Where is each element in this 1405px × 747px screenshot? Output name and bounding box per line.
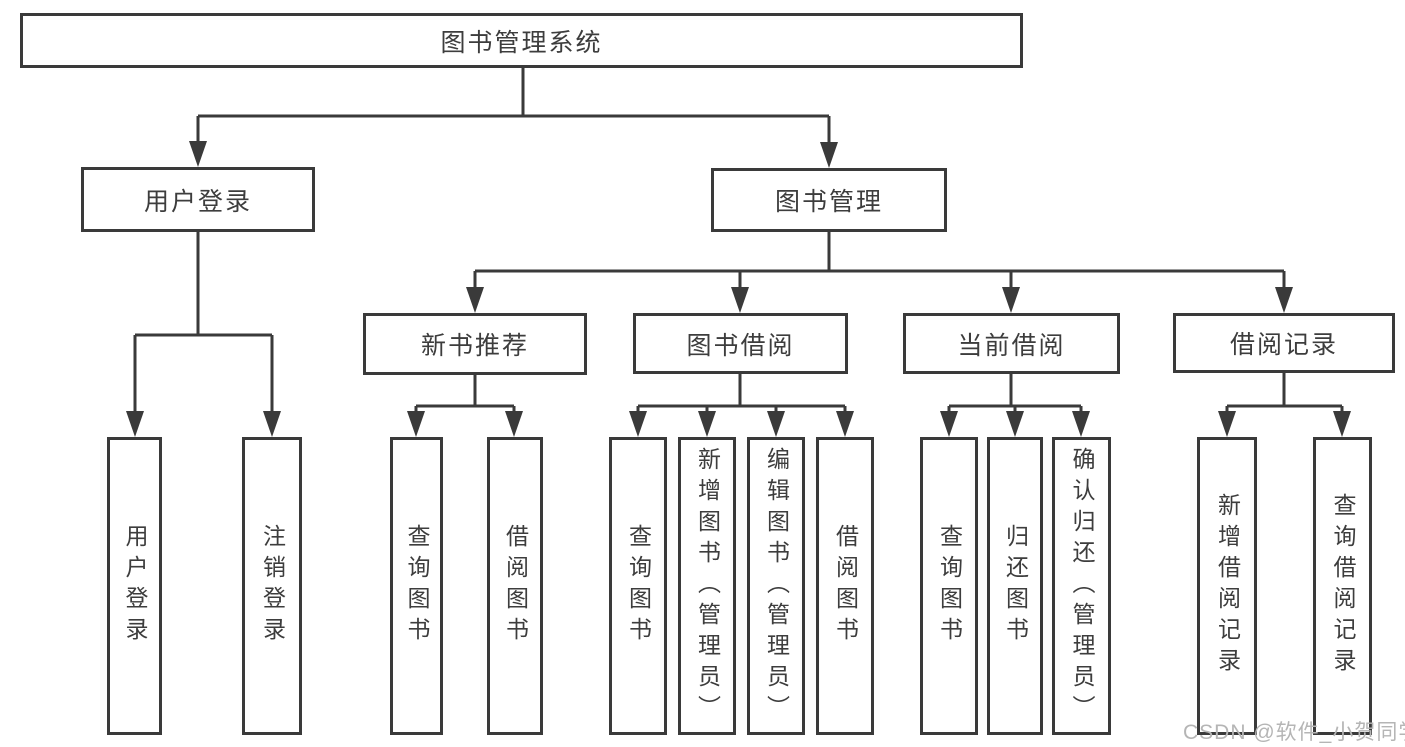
node-label: 借阅图书 — [832, 524, 859, 648]
watermark: CSDN @软件_小贺同学 — [1183, 721, 1405, 744]
node-user-login: 用户登录 — [107, 437, 162, 735]
node-label: 借阅图书 — [502, 524, 529, 648]
node-query-books-current: 查询图书 — [920, 437, 978, 735]
node-new-book-recommend: 新书推荐 — [363, 313, 587, 375]
node-confirm-return-admin: 确认归还（管理员） — [1052, 437, 1111, 735]
connector-bookborrow-leaves — [636, 374, 847, 420]
node-label: 图书借阅 — [686, 331, 795, 360]
node-label: 归还图书 — [1002, 524, 1029, 648]
node-label: 用户登录 — [143, 187, 252, 216]
node-borrow-records: 借阅记录 — [1173, 313, 1395, 373]
connector-newbookrec-leaves — [414, 375, 516, 420]
node-label: 新增图书（管理员） — [694, 446, 721, 726]
node-label: 用户登录 — [122, 524, 148, 648]
node-label: 查询借阅记录 — [1330, 493, 1356, 679]
connector-bookmgmt-level3 — [473, 232, 1286, 296]
node-label: 新增借阅记录 — [1214, 493, 1241, 679]
node-add-borrow-record: 新增借阅记录 — [1197, 437, 1257, 735]
node-logout: 注销登录 — [242, 437, 302, 735]
node-label: 借阅记录 — [1229, 331, 1338, 359]
node-add-books-admin: 新增图书（管理员） — [678, 437, 736, 735]
node-current-borrow: 当前借阅 — [903, 313, 1120, 374]
node-label: 查询图书 — [625, 524, 652, 648]
node-label: 编辑图书（管理员） — [763, 446, 790, 726]
node-label: 图书管理 — [774, 188, 883, 216]
node-label: 新书推荐 — [420, 332, 529, 360]
node-edit-books-admin: 编辑图书（管理员） — [747, 437, 805, 735]
arrowheads — [126, 141, 1351, 437]
node-book-management: 图书管理 — [711, 168, 947, 232]
node-label: 确认归还（管理员） — [1069, 446, 1095, 726]
connector-userlogin-leaves — [133, 232, 274, 420]
node-label: 图书管理系统 — [440, 28, 603, 57]
node-label: 查询图书 — [936, 524, 963, 648]
node-label: 当前借阅 — [957, 331, 1066, 360]
node-label: 注销登录 — [259, 524, 286, 648]
node-user-login-branch: 用户登录 — [81, 167, 315, 232]
node-book-borrow: 图书借阅 — [633, 313, 848, 374]
node-query-borrow-record: 查询借阅记录 — [1313, 437, 1372, 735]
node-query-books-borrow: 查询图书 — [609, 437, 667, 735]
node-query-books-recommend: 查询图书 — [390, 437, 443, 735]
node-book-system: 图书管理系统 — [20, 13, 1023, 68]
node-borrow-books-recommend: 借阅图书 — [487, 437, 543, 735]
node-return-books: 归还图书 — [987, 437, 1043, 735]
connector-root-level2 — [196, 68, 831, 151]
node-label: 查询图书 — [404, 524, 430, 648]
node-borrow-books: 借阅图书 — [816, 437, 874, 735]
connector-borrowrecords-leaves — [1225, 373, 1344, 420]
